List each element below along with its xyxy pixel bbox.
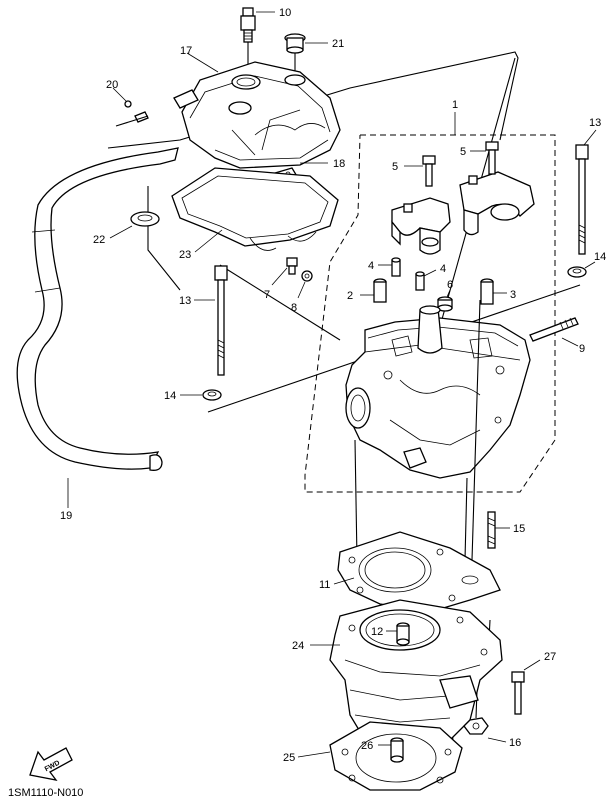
leader-20 — [112, 87, 127, 102]
bolt-7 — [286, 257, 298, 275]
callout-21: 21 — [332, 38, 344, 50]
camshaft-cap-right — [459, 171, 535, 236]
washer-14-left — [202, 389, 222, 401]
callout-5b: 5 — [460, 146, 466, 158]
stud-15 — [487, 511, 496, 549]
callout-10: 10 — [279, 7, 291, 19]
leader-7 — [271, 267, 288, 286]
callout-8: 8 — [291, 302, 297, 314]
callout-4a: 4 — [368, 260, 374, 272]
callout-27: 27 — [544, 651, 556, 663]
forward-arrow-icon: FWD — [29, 747, 73, 781]
callout-17: 17 — [180, 45, 192, 57]
dowel-12 — [396, 622, 410, 646]
drawing-code: 1SM1110-N010 — [8, 787, 83, 799]
dowel-pin-4-right — [415, 271, 425, 291]
stud-bolt-13-left — [214, 265, 228, 376]
stud-3 — [480, 278, 494, 305]
spark-plug — [240, 7, 256, 70]
cylinder-head-gasket — [337, 531, 501, 613]
callout-7: 7 — [264, 289, 270, 301]
callout-5a: 5 — [392, 161, 398, 173]
dowel-pin-4-left — [391, 257, 401, 277]
plug-20 — [124, 100, 149, 123]
leader-4-right — [423, 269, 437, 277]
callout-15: 15 — [513, 523, 525, 535]
stud-bolt-13-right — [575, 144, 589, 255]
callout-16: 16 — [509, 737, 521, 749]
callout-25: 25 — [283, 752, 295, 764]
assembly-line-a — [354, 439, 358, 561]
leader-6 — [446, 289, 451, 298]
assembly-line-b — [464, 477, 468, 561]
callout-6: 6 — [447, 279, 453, 291]
callout-3: 3 — [510, 289, 516, 301]
callout-14a: 14 — [164, 390, 176, 402]
leader-8 — [297, 281, 306, 299]
leader-16 — [487, 737, 507, 743]
oil-filler-cap — [284, 33, 306, 72]
callout-11: 11 — [319, 579, 330, 591]
callout-9: 9 — [579, 343, 585, 355]
callout-20: 20 — [106, 79, 118, 91]
callout-13b: 13 — [589, 117, 601, 129]
leader-11 — [333, 577, 355, 585]
callout-2: 2 — [347, 290, 353, 302]
assembly-line-cover — [107, 51, 519, 149]
leader-13-right — [583, 129, 597, 146]
leader-25 — [297, 751, 331, 758]
nut-16 — [463, 717, 489, 735]
callout-22: 22 — [93, 234, 105, 246]
callout-4b: 4 — [440, 263, 446, 275]
washer-8 — [301, 270, 313, 282]
washer-14-right — [567, 266, 587, 278]
callout-12: 12 — [371, 626, 383, 638]
leader-23 — [194, 229, 223, 253]
stud-2 — [373, 278, 387, 303]
callout-19: 19 — [60, 510, 72, 522]
assembly-line-c — [471, 299, 481, 561]
assembly-line-bolt13 — [219, 264, 341, 341]
dowel-26 — [390, 737, 404, 763]
cover-gasket — [171, 167, 339, 251]
leader-27 — [523, 659, 541, 671]
group-outline-cylinder-head — [304, 134, 556, 493]
leader-9 — [561, 337, 579, 347]
leader-17 — [186, 52, 219, 73]
callout-18: 18 — [333, 158, 345, 170]
leader-22 — [109, 225, 133, 239]
leader-20-b — [115, 115, 149, 127]
stud-bolt-9 — [529, 317, 579, 342]
callout-1: 1 — [452, 99, 458, 111]
assembly-line-gasket — [147, 186, 181, 291]
leader-14-right — [584, 261, 596, 269]
cylinder-head — [345, 305, 531, 479]
callout-24: 24 — [292, 640, 304, 652]
callout-13a: 13 — [179, 295, 191, 307]
callout-23: 23 — [179, 249, 191, 261]
bolt-27 — [511, 671, 525, 715]
breather-hose — [16, 147, 179, 471]
grommet-22 — [130, 211, 160, 227]
camshaft-cap-left — [391, 197, 451, 255]
cylinder-head-cover — [173, 61, 341, 169]
cam-bolt-right — [485, 141, 499, 175]
cam-bolt-left — [422, 155, 436, 187]
callout-14b: 14 — [594, 251, 606, 263]
callout-26: 26 — [361, 740, 373, 752]
